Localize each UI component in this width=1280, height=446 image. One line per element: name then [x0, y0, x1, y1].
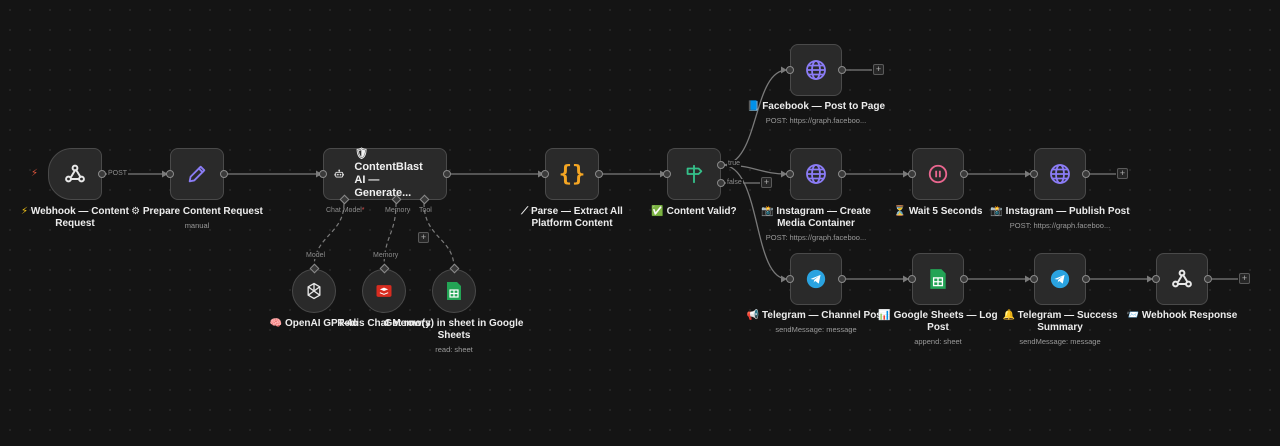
- add-false-branch-button[interactable]: +: [761, 177, 772, 188]
- valid-false-port[interactable]: [717, 179, 725, 187]
- label-wait: ⏳ Wait 5 Seconds: [893, 206, 983, 217]
- label-prepare: ⚙ Prepare Content Request manual: [131, 206, 263, 230]
- pencil-icon: [188, 165, 206, 183]
- add-after-igpublish-button[interactable]: +: [1117, 168, 1128, 179]
- tgsummary-output-port[interactable]: [1082, 275, 1090, 283]
- label-tgchannel: 📢 Telegram — Channel Post sendMessage: m…: [746, 310, 886, 334]
- igpublish-output-port[interactable]: [1082, 170, 1090, 178]
- node-google-sheets-log-post[interactable]: [912, 253, 964, 305]
- telegram-icon: [806, 269, 826, 289]
- agent-title: 🛡 ContentBlast AI — Generate...: [354, 148, 423, 199]
- label-sheets-tool: Get row(s) in sheet in Google Sheets rea…: [384, 318, 524, 354]
- trigger-lightning-icon: ⚡: [31, 168, 39, 179]
- node-redis-chat-memory[interactable]: [362, 269, 406, 313]
- wait-output-port[interactable]: [960, 170, 968, 178]
- edge-label-memory-in: Memory: [372, 252, 400, 259]
- label-webhook: ⚡ Webhook — Content Request: [21, 206, 129, 229]
- agent-output-port[interactable]: [443, 170, 451, 178]
- label-sheetslog: 📊 Google Sheets — Log Post append: sheet: [878, 310, 998, 346]
- node-telegram-channel-post[interactable]: [790, 253, 842, 305]
- node-wait-5-seconds[interactable]: [912, 148, 964, 200]
- parse-input-port[interactable]: [541, 170, 549, 178]
- globe-icon: [1050, 164, 1070, 184]
- facebook-output-port[interactable]: [838, 66, 846, 74]
- agent-input-port[interactable]: [319, 170, 327, 178]
- prepare-input-port[interactable]: [166, 170, 174, 178]
- node-parse-extract[interactable]: {}: [545, 148, 599, 200]
- google-sheets-icon: [930, 269, 946, 289]
- igpublish-input-port[interactable]: [1030, 170, 1038, 178]
- label-valid: ✅ Content Valid?: [651, 206, 737, 217]
- edge-label-memory: Memory: [385, 207, 411, 214]
- edge-label-tool: Tool: [419, 207, 432, 214]
- prepare-output-port[interactable]: [220, 170, 228, 178]
- node-webhook-content-request[interactable]: [48, 148, 102, 200]
- webhook-icon: [1172, 269, 1192, 288]
- node-openai-gpt4o[interactable]: [292, 269, 336, 313]
- parse-output-port[interactable]: [595, 170, 603, 178]
- add-after-facebook-button[interactable]: +: [873, 64, 884, 75]
- add-after-response-button[interactable]: +: [1239, 273, 1250, 284]
- node-webhook-response[interactable]: [1156, 253, 1208, 305]
- sheetslog-output-port[interactable]: [960, 275, 968, 283]
- edge-label-post: POST: [107, 170, 129, 177]
- tgsummary-input-port[interactable]: [1030, 275, 1038, 283]
- robot-icon: [334, 169, 344, 178]
- webhook-output-port[interactable]: [98, 170, 106, 178]
- pause-circle-icon: [928, 164, 948, 184]
- edge-label-false: false: [726, 179, 743, 186]
- edge-label-chat-model: Chat Model*: [326, 207, 365, 214]
- code-braces-icon: {}: [558, 161, 586, 187]
- response-input-port[interactable]: [1152, 275, 1160, 283]
- facebook-input-port[interactable]: [786, 66, 794, 74]
- node-prepare-content-request[interactable]: [170, 148, 224, 200]
- add-tool-button[interactable]: +: [418, 232, 429, 243]
- tgchannel-output-port[interactable]: [838, 275, 846, 283]
- node-contentblast-ai-agent[interactable]: 🛡 ContentBlast AI — Generate...: [323, 148, 447, 200]
- label-igpublish: 📸 Instagram — Publish Post POST: https:/…: [990, 206, 1130, 230]
- valid-input-port[interactable]: [663, 170, 671, 178]
- node-instagram-create-container[interactable]: [790, 148, 842, 200]
- telegram-icon: [1050, 269, 1070, 289]
- sheetslog-input-port[interactable]: [908, 275, 916, 283]
- label-facebook: 📘 Facebook — Post to Page POST: https://…: [746, 101, 886, 125]
- globe-icon: [806, 60, 826, 80]
- globe-icon: [806, 164, 826, 184]
- node-content-valid-if[interactable]: [667, 148, 721, 200]
- label-igcreate: 📸 Instagram — Create Media Container POS…: [761, 206, 871, 242]
- tgchannel-input-port[interactable]: [786, 275, 794, 283]
- webhook-icon: [65, 164, 85, 183]
- igcreate-input-port[interactable]: [786, 170, 794, 178]
- node-facebook-post[interactable]: [790, 44, 842, 96]
- edge-label-true: true: [727, 160, 742, 167]
- response-output-port[interactable]: [1204, 275, 1212, 283]
- label-openai: 🧠 OpenAI GPT-4o: [269, 318, 359, 329]
- openai-icon: [307, 282, 321, 300]
- label-tgsummary: 🔔 Telegram — Success Summary sendMessage…: [1002, 310, 1118, 346]
- node-telegram-success-summary[interactable]: [1034, 253, 1086, 305]
- label-response: 📨 Webhook Response: [1126, 310, 1238, 321]
- google-sheets-icon: [447, 282, 461, 300]
- valid-true-port[interactable]: [717, 161, 725, 169]
- wait-input-port[interactable]: [908, 170, 916, 178]
- igcreate-output-port[interactable]: [838, 170, 846, 178]
- node-instagram-publish-post[interactable]: [1034, 148, 1086, 200]
- label-parse: ⟋ Parse — Extract All Platform Content: [521, 206, 623, 229]
- signpost-icon: [686, 164, 703, 184]
- label-redis: Redis Chat Memory: [337, 318, 431, 329]
- edge-label-model-in: Model: [305, 252, 327, 259]
- redis-icon: [376, 285, 392, 297]
- node-get-rows-google-sheets[interactable]: [432, 269, 476, 313]
